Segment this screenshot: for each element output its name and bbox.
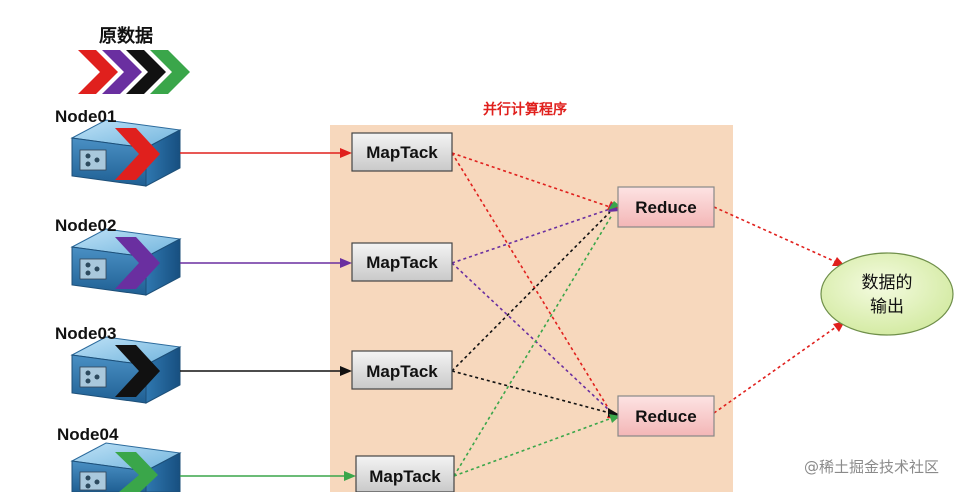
node04-label: Node04 — [57, 425, 119, 444]
legend-chevron-black — [126, 50, 166, 94]
arrow-map4-reduce2 — [453, 417, 613, 477]
legend-chevron-green — [150, 50, 190, 94]
arrow-map1-reduce2 — [451, 152, 611, 412]
map-box-label: MapTack — [366, 253, 438, 272]
map-to-reduce-arrowheads — [607, 201, 620, 423]
reduce-box-label: Reduce — [635, 198, 696, 217]
server-node02 — [70, 228, 182, 296]
legend-chevrons — [78, 50, 190, 94]
output-label-line1: 数据的 — [862, 273, 913, 293]
map-to-reduce-arrows — [451, 152, 613, 477]
node01-label: Node01 — [55, 107, 116, 126]
arrow-map2-reduce2 — [451, 262, 611, 412]
node02-label: Node02 — [55, 216, 116, 235]
chevron-icon — [115, 452, 158, 492]
legend-title: 原数据 — [99, 25, 153, 47]
arrow-reduce1-output — [713, 206, 837, 263]
server-node04 — [70, 442, 182, 492]
map-box-label: MapTack — [369, 467, 441, 486]
reduce-box-label: Reduce — [635, 407, 696, 426]
parallel-region-label: 并行计算程序 — [483, 101, 567, 118]
map-box-1: MapTack — [351, 132, 453, 172]
reduce-box-1: Reduce — [617, 186, 715, 228]
map-box-2: MapTack — [351, 242, 453, 282]
reduce-box-2: Reduce — [617, 395, 715, 437]
legend-chevron-red — [78, 50, 118, 94]
arrow-map1-reduce1 — [451, 152, 611, 208]
chevron-icon — [115, 237, 160, 289]
parallel-region — [330, 125, 733, 492]
node-to-map-arrows — [180, 148, 356, 481]
watermark: @稀土掘金技术社区 — [804, 458, 939, 476]
map-box-3: MapTack — [351, 350, 453, 390]
arrow-map4-reduce1 — [453, 214, 613, 477]
map-box-label: MapTack — [366, 362, 438, 381]
map-box-4: MapTack — [355, 455, 455, 492]
server-node01 — [70, 119, 182, 187]
server-node03 — [70, 336, 182, 404]
node03-label: Node03 — [55, 324, 116, 343]
arrow-map3-reduce1 — [451, 211, 611, 372]
chevron-icon — [115, 345, 160, 397]
map-box-label: MapTack — [366, 143, 438, 162]
arrow-map2-reduce1 — [451, 208, 611, 264]
legend-chevron-purple — [102, 50, 142, 94]
output-label-line2: 输出 — [870, 297, 904, 317]
output-node: 数据的 输出 — [820, 252, 954, 336]
arrow-reduce2-output — [713, 326, 837, 414]
chevron-icon — [115, 128, 160, 180]
